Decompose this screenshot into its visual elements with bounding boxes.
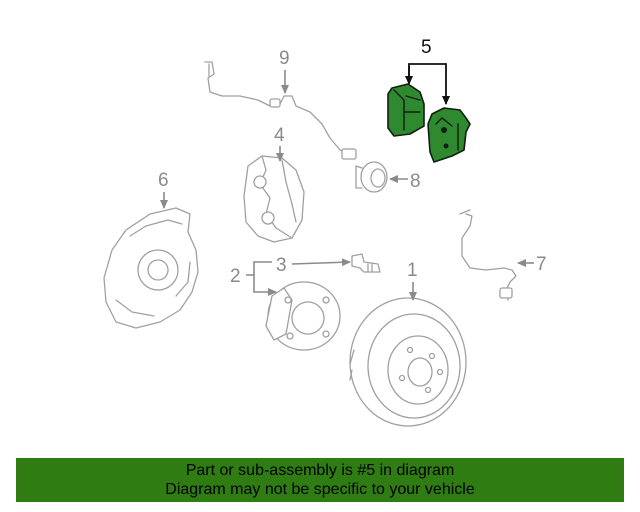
brake-pad-right[interactable] xyxy=(427,107,471,163)
hub-assembly[interactable] xyxy=(265,281,341,351)
callout-1: 1 xyxy=(407,260,418,281)
hub-bolt[interactable] xyxy=(351,253,381,273)
callout-6: 6 xyxy=(158,170,169,191)
brake-pad-left[interactable] xyxy=(387,83,425,137)
callout-4: 4 xyxy=(274,125,285,146)
callout-9: 9 xyxy=(279,48,290,69)
callout-5: 5 xyxy=(421,37,432,58)
leader-3 xyxy=(291,258,351,267)
dust-shield[interactable] xyxy=(103,207,199,329)
leader-2-bottom xyxy=(253,275,277,296)
brake-rotor[interactable] xyxy=(349,297,467,427)
leader-2-top xyxy=(246,261,272,276)
brake-caliper[interactable] xyxy=(243,155,305,243)
callout-8: 8 xyxy=(410,171,421,192)
callout-3: 3 xyxy=(276,255,287,276)
brake-hose[interactable] xyxy=(459,209,517,301)
caliper-bushing[interactable] xyxy=(355,161,388,193)
abs-sensor-wire[interactable] xyxy=(204,61,357,160)
parts-diagram: 9 4 8 5 6 xyxy=(103,37,547,427)
banner-line-2: Diagram may not be specific to your vehi… xyxy=(165,481,475,498)
callout-2: 2 xyxy=(230,266,241,287)
banner-line-1: Part or sub-assembly is #5 in diagram xyxy=(185,462,455,479)
callout-7: 7 xyxy=(536,254,547,275)
info-banner: Part or sub-assembly is #5 in diagram Di… xyxy=(16,458,624,502)
